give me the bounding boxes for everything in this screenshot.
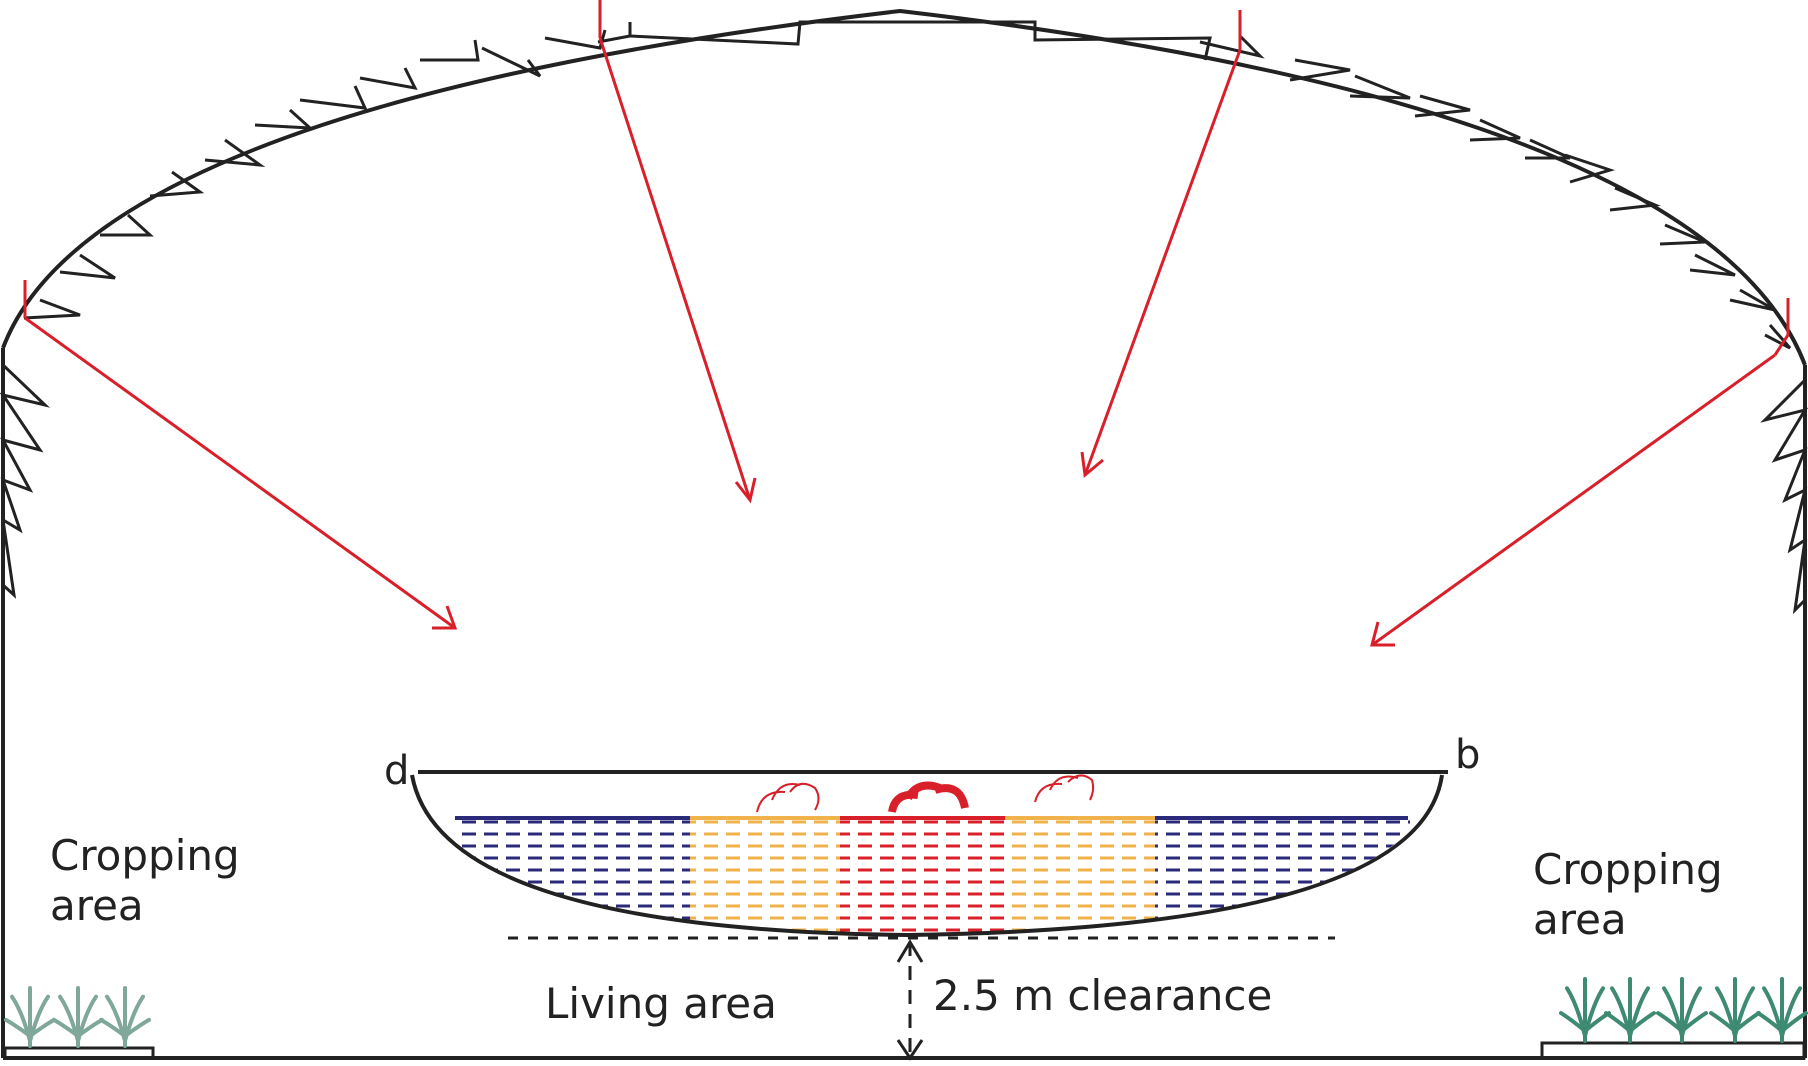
dome-roof [1,8,1807,366]
water-zone-orange-right [1005,820,1155,935]
light-ray-arrow [1370,298,1790,647]
planter-right [1540,1041,1806,1060]
bowl-end-right-label: b [1455,732,1480,778]
greenhouse-structure [0,8,1808,1060]
plant-icon [52,986,104,1048]
heat-swirl-icon [1034,774,1095,803]
bowl-hull [410,774,1444,938]
planter-left [3,1046,155,1060]
plant-icon [1656,977,1708,1043]
roof-top-panels [629,20,1212,61]
plant-icon [1604,977,1656,1043]
water-zone-orange-left [690,820,840,935]
dimension-arrow [896,939,924,1061]
plant-icon [1709,977,1761,1043]
roof-sawtooth-right [1199,34,1792,350]
bowl-end-left-label: d [384,748,409,794]
water-layers [455,820,1410,935]
cropping-left-line-1: Cropping [50,831,240,880]
plant-icon [1756,977,1808,1043]
light-rays [23,0,1790,647]
plants-left [4,986,151,1048]
light-ray-arrow [23,280,458,630]
plants-right [1559,977,1808,1043]
suspended-bowl [410,770,1448,938]
water-zone-red-center [840,820,1005,935]
clearance-label: 2.5 m clearance [933,971,1272,1020]
cropping-right-line-2: area [1533,895,1627,944]
plant-icon [1559,977,1611,1043]
wall-sawtooth-right [1760,378,1808,615]
cropping-left-line-2: area [50,881,144,930]
plant-icon [99,986,151,1048]
plant-icon [4,986,56,1048]
light-ray-arrow [598,0,757,504]
living-area-label: Living area [545,979,777,1028]
roof-sawtooth-left [23,22,632,320]
light-ray-arrow [1080,10,1242,478]
cropping-area-right-label: Cropping area [1533,845,1736,944]
heat-swirl-icon [756,782,820,813]
heat-swirls [756,774,1095,813]
water-zone-blue-left [455,820,690,935]
water-zone-blue-right [1155,820,1410,935]
wall-sawtooth-left [0,363,51,599]
cropping-area-left-label: Cropping area [50,831,253,930]
cropping-right-line-1: Cropping [1533,845,1723,894]
heat-swirl-icon [888,781,969,813]
